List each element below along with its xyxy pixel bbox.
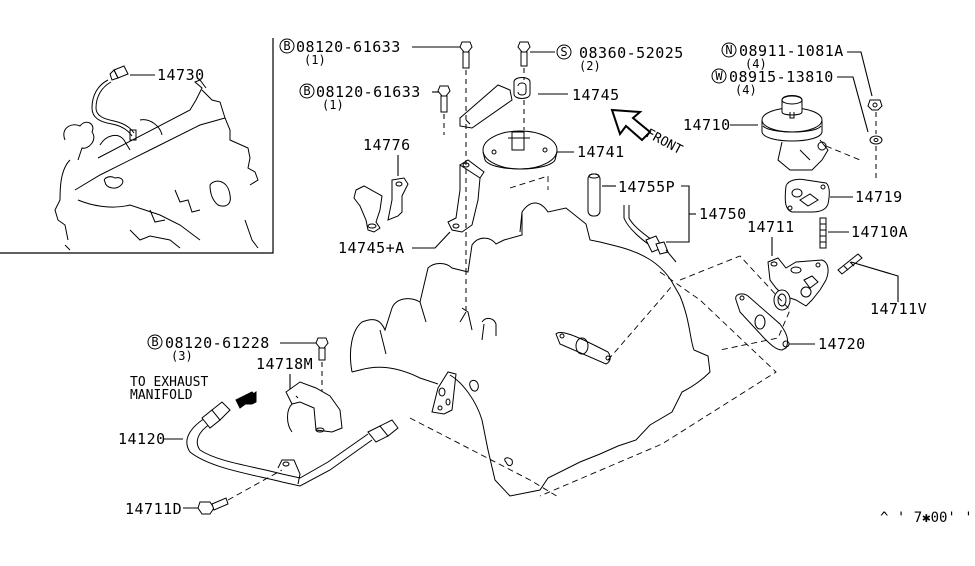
bracket-14745-a [412,159,485,249]
bolt-icon [459,41,473,270]
label-14720: 14720 [818,335,866,353]
bracket-14745 [459,77,568,130]
svg-text:B: B [283,39,290,53]
label-14711v: 14711V [870,300,927,318]
label-14711d: 14711D [125,500,182,518]
direction-arrow-icon [235,391,257,409]
svg-text:W: W [715,69,723,83]
label-washer-w-part: 08915-13810 [729,68,834,86]
bolt-icon [437,85,451,135]
bolt-icon [517,41,531,80]
callout-bolt-lower: B 08120-61228 (3) [147,334,316,363]
inset-engine-sketch [54,79,259,251]
label-bolt-second-part: 08120-61633 [316,83,421,101]
label-to-exhaust: TO EXHAUST [130,375,208,390]
badge-w-icon: W [711,68,727,84]
label-bolt-lower-qty: (3) [171,349,193,363]
label-14755p: 14755P [618,178,675,196]
egr-tube-14120 [163,401,399,487]
label-washer-w-qty: (4) [735,83,757,97]
label-14710: 14710 [683,116,731,134]
label-14750: 14750 [699,205,747,223]
heat-shield-14718m [285,381,343,433]
plug-14755p [587,173,616,217]
label-bolt-lower-part: 08120-61228 [165,334,270,352]
label-14120: 14120 [118,430,166,448]
label-screw-s-part: 08360-52025 [579,44,684,62]
valve-14711v [837,253,899,302]
gasket-14719 [784,178,853,213]
label-14710a: 14710A [851,223,908,241]
label-nut-n-part: 08911-1081A [739,42,844,60]
label-14711: 14711 [747,218,795,236]
vacuum-actuator-14741 [482,130,574,170]
label-front: FRONT [643,126,685,158]
egr-adapter-14711 [767,257,829,311]
badge-n-icon: N [721,42,737,58]
badge-b-icon: B [279,38,295,54]
svg-text:S: S [560,45,567,59]
label-screw-s-qty: (2) [579,59,601,73]
label-14741: 14741 [577,143,625,161]
intake-manifold [349,202,711,497]
badge-b-icon: B [299,83,315,99]
svg-text:N: N [725,43,732,57]
washer-icon [869,112,883,178]
front-arrow-icon [610,108,652,142]
callout-bolt-top: B 08120-61633 (1) [279,38,462,67]
label-manifold: MANIFOLD [130,388,193,403]
gasket-14720 [735,293,815,351]
stud-14710a [819,217,849,249]
svg-text:B: B [303,84,310,98]
oxygen-sensor-14730 [91,65,155,141]
inset-border [0,38,274,254]
diagram-code: ^ ' 7✱00' ' [880,510,973,526]
label-bolt-top-qty: (1) [304,53,326,67]
label-14776: 14776 [363,136,411,154]
label-14718m: 14718M [256,355,313,373]
svg-text:B: B [151,335,158,349]
callout-bolt-second: B 08120-61633 (1) [299,83,440,112]
label-14730: 14730 [157,66,205,84]
inset-panel: 14730 [0,38,274,254]
bolt-14711d [183,469,283,515]
nut-icon [867,99,883,111]
label-bolt-second-qty: (1) [322,98,344,112]
bracket-14776 [353,155,409,233]
badge-s-icon: S [556,44,572,60]
callout-screw-s: S 08360-52025 (2) [530,44,684,73]
label-14719: 14719 [855,188,903,206]
egr-valve-14710 [761,95,861,171]
temperature-sensor-14750 [623,205,677,263]
badge-b-icon: B [147,334,163,350]
label-bolt-top-part: 08120-61633 [296,38,401,56]
callout-washer-w: W 08915-13810 (4) [711,68,869,133]
callout-nut-n: N 08911-1081A (4) [721,42,873,97]
label-14745-a: 14745+A [338,239,405,257]
label-nut-n-qty: (4) [745,57,767,71]
label-14745: 14745 [572,86,620,104]
